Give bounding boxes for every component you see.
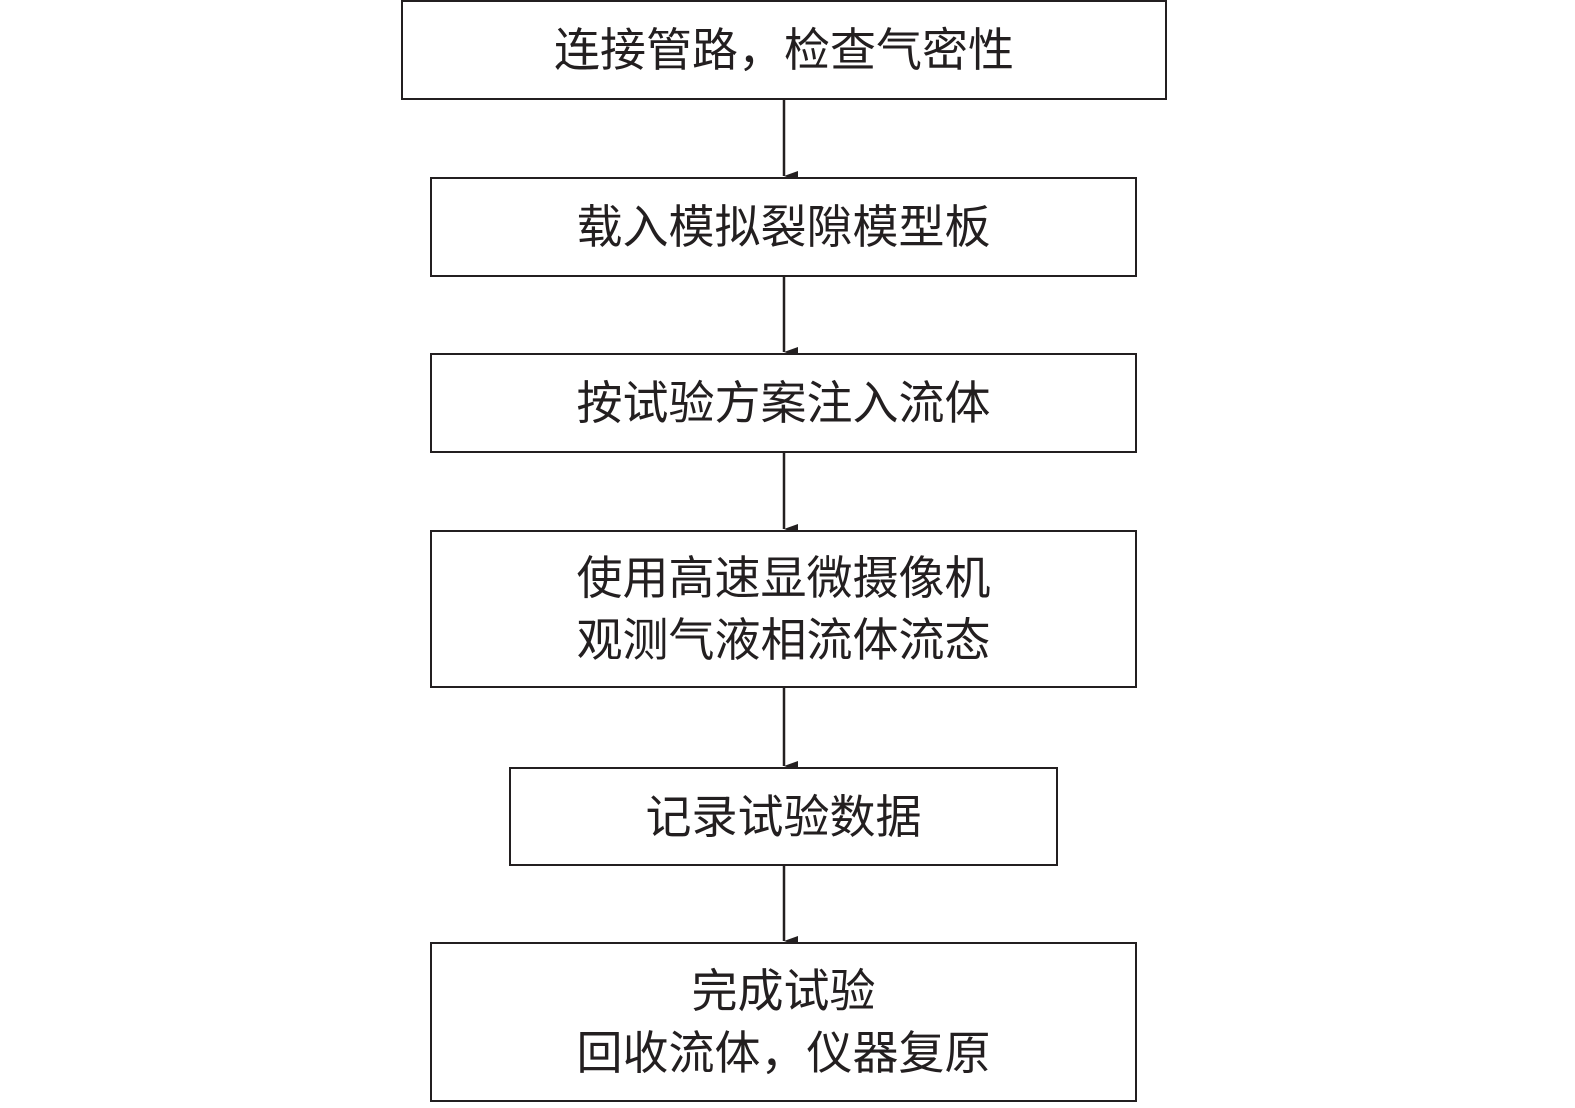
step-label-line-1: 使用高速显微摄像机 — [576, 551, 991, 605]
step-label: 载入模拟裂隙模型板 — [576, 200, 991, 254]
step-load-model-plate: 载入模拟裂隙模型板 — [430, 177, 1137, 277]
step-label: 记录试验数据 — [645, 789, 922, 844]
step-record-data: 记录试验数据 — [509, 767, 1058, 866]
step-connect-pipes: 连接管路，检查气密性 — [401, 0, 1167, 100]
step-observe-flow: 使用高速显微摄像机 观测气液相流体流态 — [430, 530, 1137, 688]
step-finish-test: 完成试验 回收流体，仪器复原 — [430, 942, 1137, 1102]
step-inject-fluid: 按试验方案注入流体 — [430, 353, 1137, 453]
step-label-line-1: 完成试验 — [691, 964, 876, 1018]
step-label-line-2: 回收流体，仪器复原 — [576, 1026, 991, 1080]
step-label: 按试验方案注入流体 — [576, 376, 991, 430]
step-label-line-2: 观测气液相流体流态 — [576, 613, 991, 667]
step-label: 连接管路，检查气密性 — [554, 23, 1014, 77]
